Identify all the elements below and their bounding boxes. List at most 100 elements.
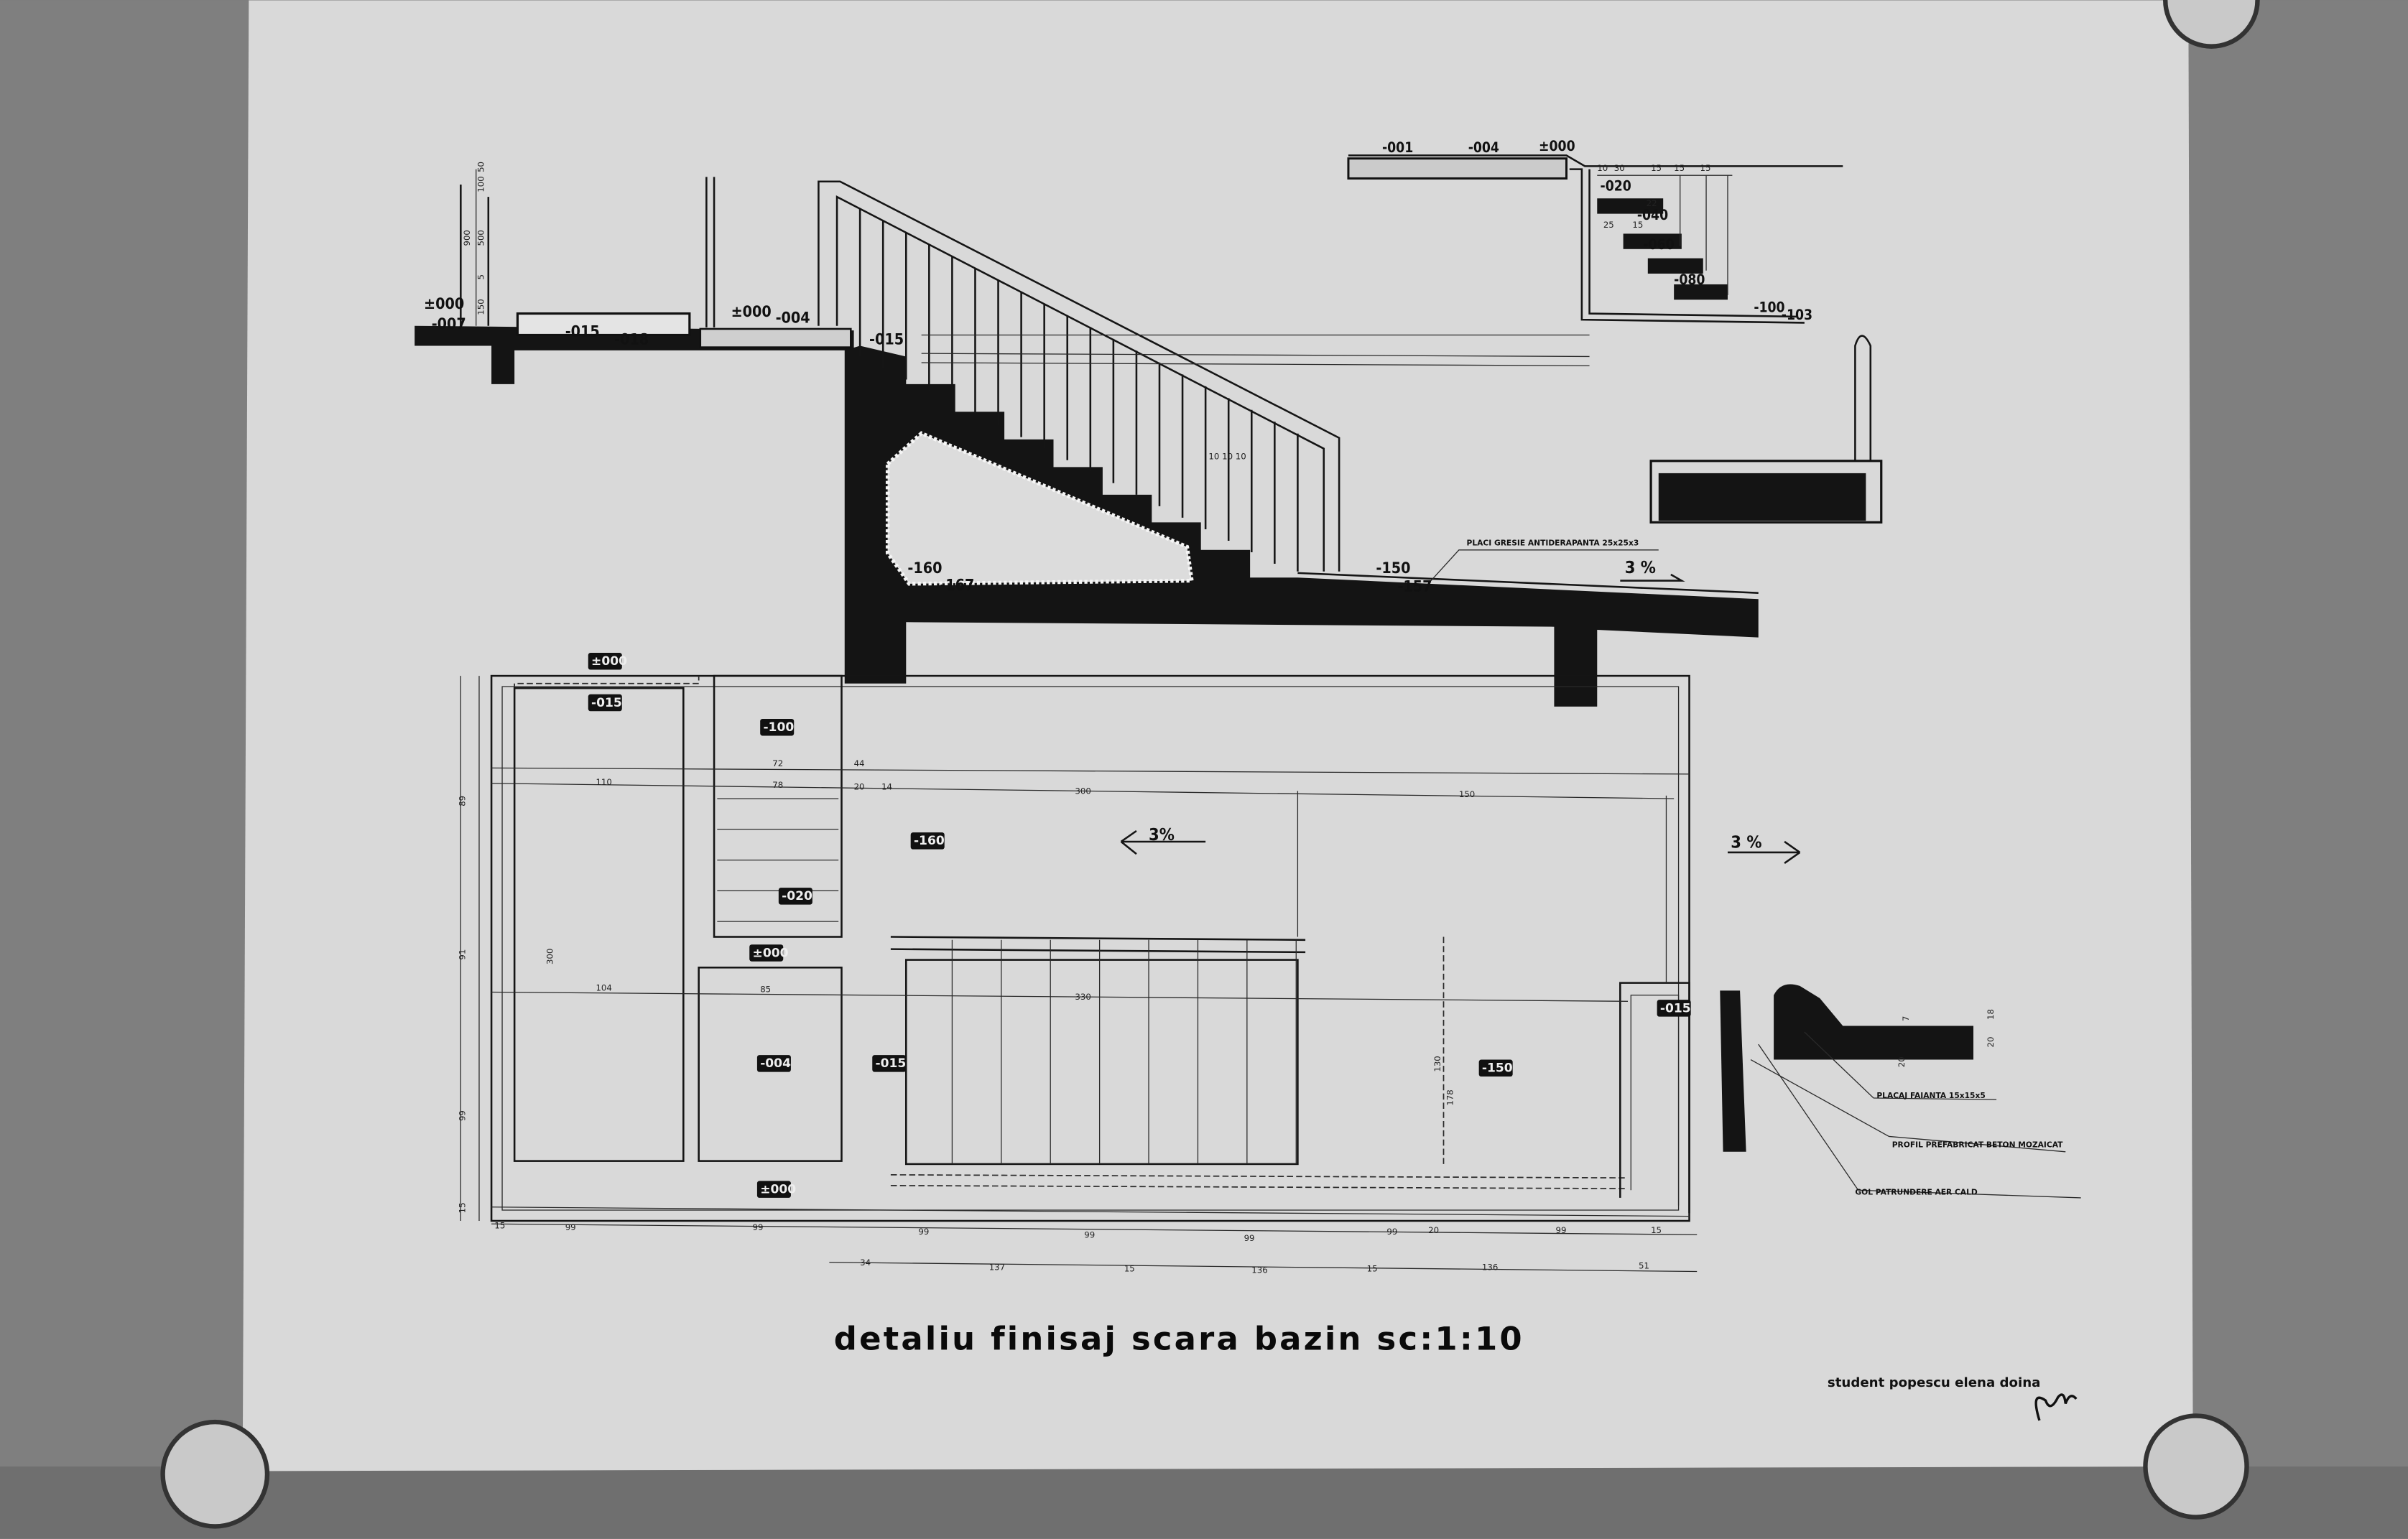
plan-dimension: 110 — [596, 777, 611, 787]
edge-detail-note: PROFIL PREFABRICAT BETON MOZAICAT — [1892, 1140, 2063, 1149]
plan-dimension: 99 — [1556, 1225, 1567, 1235]
step-level-label: -103 — [1782, 307, 1812, 323]
level-tag-box — [778, 888, 812, 905]
plan-dimension: 136 — [1251, 1265, 1267, 1275]
section-level-label: ±000 — [731, 303, 772, 321]
edge-dimension: 20 — [1897, 1056, 1907, 1067]
step-level-label: -001 — [1382, 139, 1413, 156]
plan-dimension: 99 — [752, 1222, 763, 1232]
section-level-label: -167 — [940, 576, 974, 594]
section-level-label: -004 — [776, 309, 810, 327]
plan-dimension: 99 — [565, 1222, 576, 1232]
section-level-label: -018 — [614, 330, 649, 348]
step-dimension: 10 — [1597, 163, 1608, 173]
plan-dimension: 136 — [1482, 1262, 1498, 1272]
post-dimension: 100 — [476, 176, 486, 192]
plan-dimension: 34 — [860, 1257, 871, 1268]
plan-dimension: 104 — [596, 982, 611, 992]
stair-plan — [460, 674, 2081, 1273]
plan-dimension: 14 — [881, 781, 892, 791]
pin-icon — [2143, 1413, 2249, 1520]
plan-dimension: 44 — [854, 758, 865, 768]
void-under-stair — [885, 431, 1194, 586]
baluster-dimension: 10 10 10 — [1208, 452, 1246, 462]
level-tag-box — [760, 718, 795, 736]
step-level-label: -100 — [1754, 299, 1784, 315]
plan-dimension: 78 — [772, 780, 783, 790]
arrow-left-icon — [1120, 829, 1206, 855]
pool-step-detail — [1347, 154, 1843, 324]
step-dimension: 25 — [1603, 220, 1614, 230]
plan-level-tag: -015 — [1660, 1001, 1691, 1015]
edge-dimension: 7 — [1901, 1016, 1911, 1021]
plan-level-tag: -020 — [782, 889, 812, 903]
plan-level-tag: -004 — [760, 1056, 791, 1071]
edge-dimension: 18 — [1986, 1009, 1996, 1020]
plan-level-tag: ±000 — [752, 946, 788, 960]
plan-dimension: 72 — [772, 758, 783, 768]
post-dimension: 500 — [476, 230, 486, 246]
plan-dimension: 15 — [458, 1202, 468, 1213]
step-level-label: -020 — [1601, 178, 1631, 195]
plan-dimension: 330 — [1075, 992, 1090, 1002]
level-tag-box — [756, 1055, 791, 1072]
plan-dimension: 99 — [1386, 1227, 1397, 1237]
level-tag-box — [756, 1181, 791, 1198]
drawing-title: detaliu finisaj scara bazin sc:1:10 — [834, 1320, 1524, 1358]
slope-arrows — [1120, 829, 1801, 864]
plan-level-tag: -015 — [876, 1056, 907, 1071]
section-level-label: -160 — [907, 559, 942, 577]
pool-edge-channel — [516, 312, 691, 337]
plan-dimension: 89 — [458, 796, 468, 806]
plan-dimension: 99 — [1244, 1233, 1255, 1243]
plan-dimension: 99 — [918, 1227, 929, 1237]
plan-dimension: 85 — [760, 984, 771, 994]
post-dimension: 150 — [476, 299, 486, 315]
step-dimension: 30 — [1614, 163, 1625, 173]
step-level-label: -004 — [1468, 139, 1499, 156]
plan-slope-label: 3 % — [1731, 832, 1761, 852]
floor-strip — [0, 1466, 2408, 1539]
plan-dimension: 300 — [545, 949, 555, 964]
step-dimension: 22 — [1647, 198, 1657, 208]
handrail-edge-detail — [1649, 335, 1883, 524]
slope-label: 3 % — [1625, 557, 1656, 577]
step-level-label: -060 — [1643, 236, 1674, 253]
plan-dimension: 20 — [1428, 1225, 1439, 1235]
plan-dimension: 15 — [1651, 1225, 1662, 1235]
pin-icon — [160, 1419, 270, 1529]
screed-layer — [699, 327, 852, 348]
edge-detail-note: GOL PATRUNDERE AER CALD — [1855, 1188, 1977, 1197]
step-dimension: 15 — [1700, 163, 1710, 173]
section-level-label: -015 — [565, 323, 600, 341]
plan-level-tag: -160 — [914, 834, 945, 848]
post-dimension: 50 — [476, 162, 486, 172]
stair-mass — [844, 345, 1759, 707]
post-dimension: 900 — [462, 230, 472, 246]
plan-dimension: 20 — [854, 781, 865, 791]
floor-finish — [1297, 572, 1759, 594]
plan-dimension: 150 — [1459, 789, 1475, 799]
step-level-label: -040 — [1637, 207, 1668, 223]
section-level-label: -150 — [1376, 559, 1410, 577]
pin-icon — [2163, 0, 2260, 49]
plan-dimension: 91 — [458, 949, 468, 960]
plan-level-tag: -150 — [1482, 1061, 1513, 1076]
signature-mark — [2034, 1393, 2078, 1421]
step-level-label: ±000 — [1539, 138, 1575, 154]
plan-level-tag: ±000 — [760, 1183, 796, 1197]
paper-sheet — [242, 0, 2193, 1471]
stair-section — [415, 169, 1759, 707]
plan-dimension: 15 — [1367, 1264, 1378, 1274]
plan-dimension: 99 — [458, 1110, 468, 1121]
section-level-label: ±000 — [424, 295, 464, 313]
step-dimension: 15 — [1651, 163, 1662, 173]
plan-dimension: 130 — [1432, 1056, 1443, 1071]
arrow-right-icon — [1727, 840, 1801, 864]
plan-level-tag: -015 — [591, 696, 622, 710]
tile-note: PLACI GRESIE ANTIDERAPANTA 25x25x3 — [1467, 538, 1639, 547]
level-tag-box — [588, 694, 622, 712]
pin-icons — [160, 0, 2260, 1529]
plan-dimension: 137 — [989, 1262, 1005, 1272]
